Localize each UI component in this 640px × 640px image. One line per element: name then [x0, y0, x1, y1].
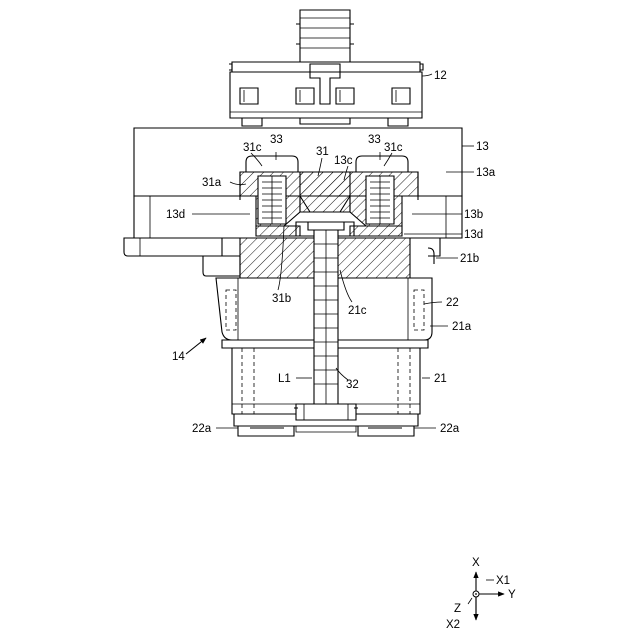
label-13d-right: 13d — [464, 229, 483, 241]
label-21: 21 — [434, 373, 447, 385]
axis-z-label: Z — [454, 603, 461, 615]
axis-y-label: Y — [508, 589, 516, 601]
label-22a-left: 22a — [192, 423, 212, 435]
label-14: 14 — [172, 351, 185, 363]
label-13: 13 — [476, 141, 489, 153]
label-31c-right: 31c — [384, 142, 403, 154]
label-13a: 13a — [476, 167, 496, 179]
label-22: 22 — [446, 297, 459, 309]
connector-12 — [229, 10, 423, 126]
label-13c: 13c — [334, 155, 353, 167]
label-21c: 21c — [348, 305, 367, 317]
label-31: 31 — [316, 146, 329, 158]
label-31b: 31b — [272, 293, 291, 305]
label-21a: 21a — [452, 321, 472, 333]
label-32: 32 — [346, 379, 359, 391]
label-33-right: 33 — [368, 134, 381, 146]
axis-x-label: X — [472, 557, 480, 569]
label-33-left: 33 — [270, 134, 283, 146]
label-31a: 31a — [202, 177, 222, 189]
axis-x2-label: X2 — [446, 619, 460, 631]
label-13b: 13b — [464, 209, 483, 221]
label-22a-right: 22a — [440, 423, 460, 435]
axis-x1-label: X1 — [496, 575, 510, 587]
coordinate-axes: X X1 Y Z X2 — [446, 557, 516, 631]
label-12: 12 — [434, 70, 447, 82]
label-L1: L1 — [278, 373, 291, 385]
label-13d-left: 13d — [166, 209, 185, 221]
label-21b: 21b — [460, 253, 479, 265]
label-31c-left: 31c — [243, 142, 262, 154]
